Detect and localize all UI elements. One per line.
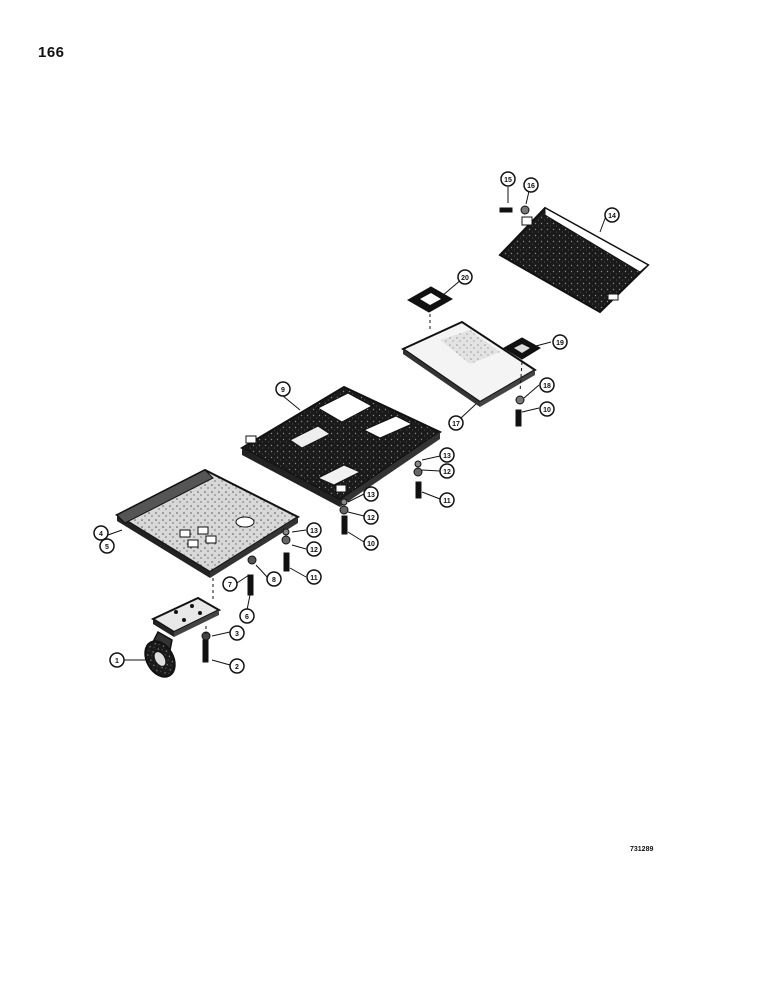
callout-12a: 12 [306, 541, 322, 557]
svg-text:12: 12 [310, 547, 318, 554]
callout-9: 9 [275, 381, 291, 397]
leader-lines [107, 186, 607, 666]
svg-text:8: 8 [272, 577, 276, 584]
callout-3: 3 [229, 625, 245, 641]
page-number: 166 [38, 44, 65, 61]
callout-2: 2 [229, 658, 245, 674]
svg-text:13: 13 [367, 492, 375, 499]
svg-text:6: 6 [245, 614, 249, 621]
svg-text:11: 11 [443, 498, 451, 505]
svg-text:13: 13 [310, 528, 318, 535]
svg-text:17: 17 [452, 421, 460, 428]
callout-12c: 12 [439, 463, 455, 479]
callout-13a: 13 [306, 522, 322, 538]
callout-15: 15 [500, 171, 516, 187]
callout-13c: 13 [439, 447, 455, 463]
svg-text:15: 15 [504, 177, 512, 184]
svg-text:12: 12 [443, 469, 451, 476]
callout-12b: 12 [363, 509, 379, 525]
svg-text:16: 16 [527, 183, 535, 190]
callout-1: 1 [109, 652, 125, 668]
svg-text:18: 18 [543, 383, 551, 390]
front-floor-plate [114, 468, 301, 578]
callout-17: 17 [448, 415, 464, 431]
svg-text:13: 13 [443, 453, 451, 460]
svg-text:14: 14 [608, 213, 616, 220]
svg-text:7: 7 [228, 582, 232, 589]
svg-text:4: 4 [99, 531, 103, 538]
svg-text:5: 5 [105, 544, 109, 551]
callout-20b: 20 [0, 0, 8, 2]
middle-floor-plate [239, 385, 443, 507]
svg-text:11: 11 [310, 575, 318, 582]
callout-20a: 20 [457, 269, 473, 285]
svg-text:2: 2 [235, 664, 239, 671]
callout-5: 5 [99, 538, 115, 554]
svg-text:3: 3 [235, 631, 239, 638]
pad-upper [406, 286, 454, 313]
svg-text:9: 9 [281, 387, 285, 394]
callout-13b: 13 [363, 486, 379, 502]
callout-7: 7 [222, 576, 238, 592]
svg-text:10: 10 [543, 407, 551, 414]
callout-10a: 10 [363, 535, 379, 551]
callout-6: 6 [239, 608, 255, 624]
pad-lower [503, 337, 541, 360]
callout-11a: 11 [306, 569, 322, 585]
svg-text:20: 20 [461, 275, 469, 282]
bolts-and-washers [201, 205, 530, 663]
alignment-lines [205, 314, 523, 634]
callout-4: 4 [93, 525, 109, 541]
callout-8: 8 [266, 571, 282, 587]
callout-14: 14 [604, 207, 620, 223]
caster-wheel [144, 596, 222, 678]
svg-text:12: 12 [367, 515, 375, 522]
callout-16: 16 [523, 177, 539, 193]
rear-floor-plate [400, 320, 537, 407]
svg-text:1: 1 [115, 658, 119, 665]
callout-19: 19 [552, 334, 568, 350]
svg-text:19: 19 [556, 340, 564, 347]
callout-11b: 11 [439, 492, 455, 508]
callout-10b: 10 [539, 401, 555, 417]
top-cover-plate [498, 206, 650, 314]
svg-text:10: 10 [367, 541, 375, 548]
figure-code: 731289 [630, 846, 654, 853]
callout-18: 18 [539, 377, 555, 393]
